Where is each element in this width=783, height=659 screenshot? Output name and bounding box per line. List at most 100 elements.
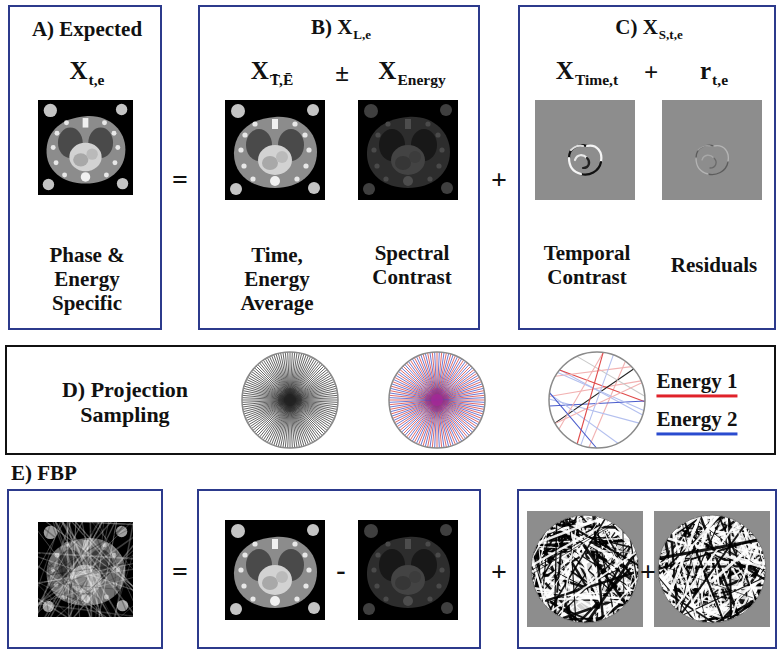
rib (375, 132, 380, 137)
projection-line (243, 388, 336, 411)
streak (70, 522, 133, 617)
rib (250, 176, 255, 181)
phantom-image (38, 100, 133, 195)
projection-sampling-figure (549, 352, 645, 448)
image-ground (654, 511, 770, 627)
rib (242, 132, 247, 137)
symbol-subscript: Energy (397, 71, 445, 88)
sternum (272, 539, 278, 549)
heart (258, 565, 292, 595)
streak (531, 524, 614, 575)
operator-symbol: + (640, 556, 656, 588)
symbol-subscript: t,e (712, 71, 728, 88)
projection-line (401, 368, 472, 432)
heart (69, 143, 101, 172)
panel-heading: A) Expected (32, 17, 142, 41)
panel-caption: Time, Energy Average (225, 243, 329, 315)
projection-line (400, 370, 474, 431)
operator-symbol: = (172, 164, 188, 196)
vial (441, 182, 453, 194)
projection-line (248, 377, 333, 422)
streak (551, 552, 636, 611)
streak (727, 602, 755, 621)
symbol-base: C) X (615, 15, 658, 39)
projection-line (394, 379, 481, 420)
rib (238, 567, 243, 572)
operator-symbol: - (336, 554, 345, 586)
rib (102, 120, 107, 125)
streak (532, 530, 548, 558)
streak-image (527, 511, 643, 627)
sampling-rim (242, 352, 338, 448)
projection-line (410, 360, 463, 440)
body-outline (367, 537, 450, 608)
sampling-box: D) Projection Sampling (5, 345, 776, 455)
streak (659, 577, 694, 620)
rib (241, 583, 246, 588)
panel-frame (518, 490, 776, 648)
projection-sampling-figure (242, 352, 338, 448)
rib (383, 596, 388, 601)
operator-symbol: = (172, 556, 188, 588)
panel-caption: Phase & Energy Specific (26, 243, 148, 315)
projection-line (256, 366, 324, 434)
panel-heading: D) Projection Sampling (36, 377, 214, 428)
illustration-part (662, 100, 762, 200)
rib (436, 163, 441, 168)
streak (658, 539, 757, 569)
projection-line (550, 393, 597, 448)
panel-caption: Spectral Contrast (360, 241, 464, 289)
projection-line (246, 382, 335, 419)
panel-box: A) ExpectedXt,ePhase & Energy Specific (8, 5, 162, 330)
rib (425, 121, 430, 126)
illustration-part (658, 515, 766, 623)
math-symbol: rt,e (700, 57, 728, 89)
symbol-base: r (700, 57, 711, 84)
projection-line (407, 363, 468, 437)
panel-caption: Temporal Contrast (535, 241, 639, 289)
sternum (83, 118, 89, 128)
body-outline (47, 116, 126, 184)
operator-symbol: + (491, 164, 507, 196)
heart-edge (714, 146, 728, 162)
illustration-part (225, 520, 325, 620)
projection-line (283, 353, 297, 448)
image-rim (658, 515, 766, 623)
streak (587, 552, 637, 623)
rib (303, 163, 308, 168)
projection-line (249, 375, 331, 424)
projection-line (254, 368, 325, 432)
heart-chamber (262, 156, 278, 170)
symbol-subscript: Time,t (575, 71, 618, 88)
projection-line (278, 353, 301, 446)
image-rim (531, 515, 639, 623)
rib (112, 131, 117, 136)
projection-line (244, 386, 336, 414)
streak (668, 516, 700, 599)
projection-line (250, 373, 330, 426)
projection-line (419, 356, 456, 445)
projection-sampling-figure (389, 352, 485, 448)
vial (440, 104, 452, 116)
math-symbol: XEnergy (378, 57, 445, 89)
rib (294, 176, 299, 181)
rib (436, 583, 441, 588)
rib (427, 596, 432, 601)
heart-edge (575, 155, 587, 160)
projection-line (392, 384, 482, 416)
projection-line (416, 357, 457, 444)
symbol-subscript: t,e (89, 71, 105, 88)
vial (363, 183, 375, 195)
projection-line (390, 393, 485, 407)
streak (38, 522, 133, 530)
rib (302, 132, 307, 137)
rib (51, 145, 56, 150)
center-hub (431, 394, 443, 406)
panel-frame (198, 490, 480, 648)
streak (38, 522, 133, 617)
streak (675, 521, 737, 608)
illustration-part (358, 520, 458, 620)
rib (238, 147, 243, 152)
projection-line (247, 379, 334, 420)
center-hub (278, 388, 302, 412)
